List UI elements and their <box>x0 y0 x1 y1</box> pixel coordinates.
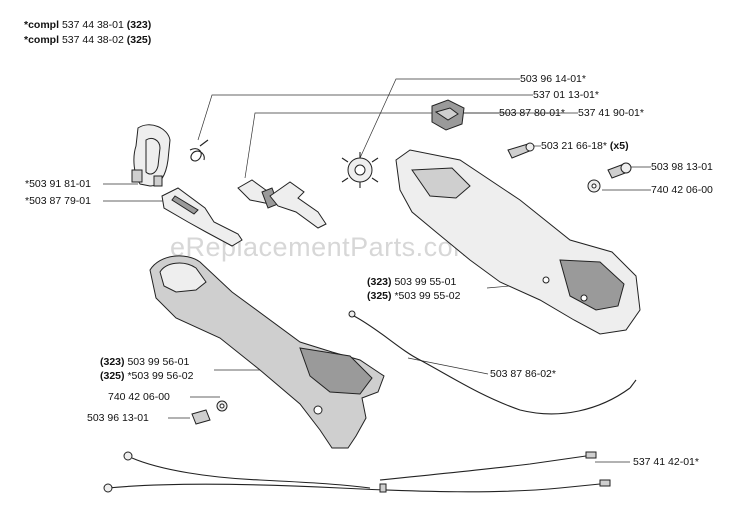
label-503-87-86-02: 503 87 86-02* <box>490 368 556 380</box>
throttle-lever-part <box>161 187 243 247</box>
header-model-2: (325) <box>126 34 152 46</box>
screw-washer-right <box>587 162 632 193</box>
handle-housing-right <box>395 149 641 335</box>
label-503-99-56-02: (325) *503 99 56-02 <box>100 370 194 382</box>
label-503-96-13-01: 503 96 13-01 <box>87 412 149 424</box>
screw-washer-bottom <box>191 400 228 425</box>
label-503-99-56-01: (323) 503 99 56-01 <box>100 356 190 368</box>
header-line-1: *compl 537 44 38-01 (323) <box>24 19 151 31</box>
label-740-42-06-00-bottom: 740 42 06-00 <box>108 391 170 403</box>
header-prefix-1: *compl <box>24 19 60 31</box>
header-model-1: (323) <box>126 19 152 31</box>
clamp-part <box>131 124 171 187</box>
label-503-99-55-01: (323) 503 99 55-01 <box>367 276 457 288</box>
label-503-99-55-02: (325) *503 99 55-02 <box>367 290 461 302</box>
header-number-2: 537 44 38-02 <box>61 34 124 46</box>
star-spring-part <box>341 152 379 188</box>
spring-part <box>189 139 209 162</box>
label-537-41-42-01: 537 41 42-01* <box>633 456 699 468</box>
label-503-87-79-01: *503 87 79-01 <box>25 195 91 207</box>
switch-part <box>431 99 465 131</box>
label-740-42-06-00-top: 740 42 06-00 <box>651 184 713 196</box>
label-503-91-81-01: *503 91 81-01 <box>25 178 91 190</box>
handle-housing-left <box>149 255 385 449</box>
header-number-1: 537 44 38-01 <box>61 19 124 31</box>
screw-part-top <box>507 142 535 159</box>
label-537-41-90-01: 537 41 90-01* <box>578 107 644 119</box>
ignition-wire-part <box>103 451 611 493</box>
label-503-98-13-01: 503 98 13-01 <box>651 161 713 173</box>
label-503-21-66-18: 503 21 66-18* (x5) <box>541 140 629 152</box>
label-503-87-80-01: 503 87 80-01* <box>499 107 565 119</box>
header-line-2: *compl 537 44 38-02 (325) <box>24 34 151 46</box>
lockout-part <box>237 179 327 229</box>
throttle-cable-part <box>348 310 637 415</box>
header-prefix-2: *compl <box>24 34 60 46</box>
label-537-01-13-01: 537 01 13-01* <box>533 89 599 101</box>
label-503-96-14-01: 503 96 14-01* <box>520 73 586 85</box>
